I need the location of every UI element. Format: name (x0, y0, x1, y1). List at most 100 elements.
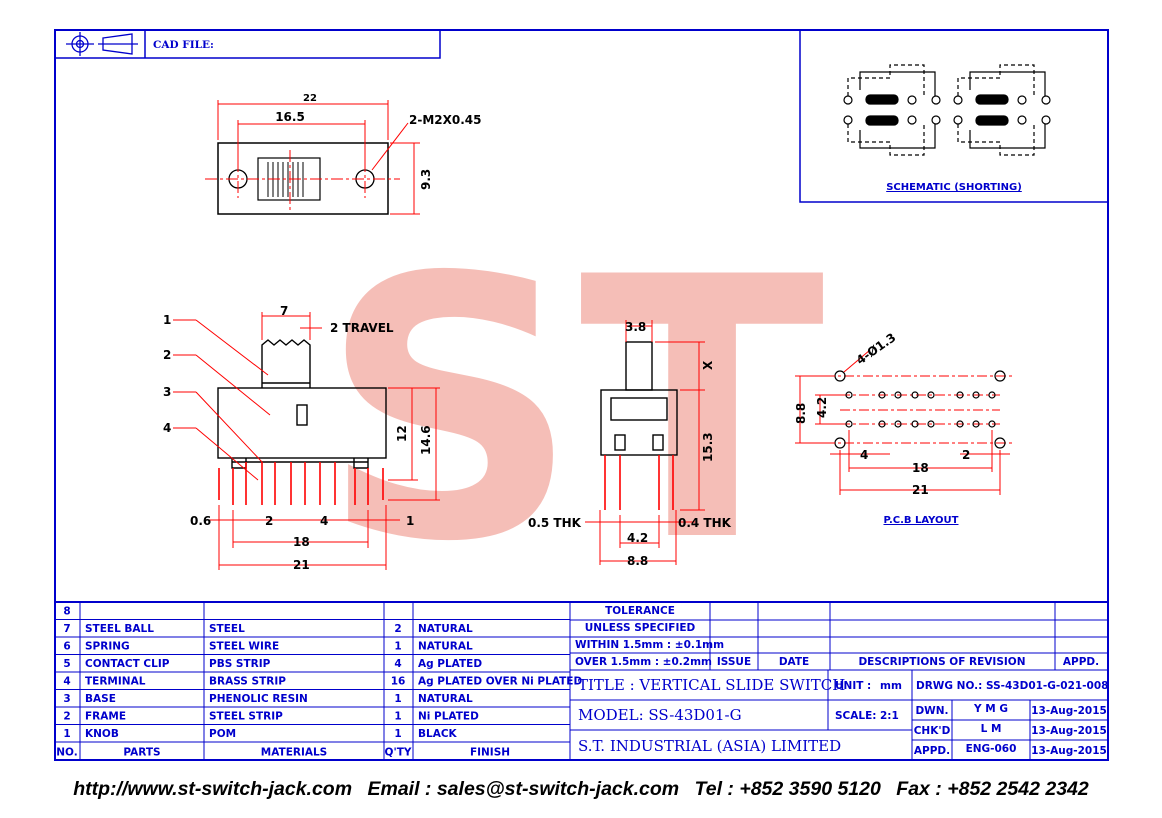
svg-text:3.8: 3.8 (625, 320, 646, 334)
parts-cell-no: 6 (63, 641, 70, 653)
tel-text: Tel : +852 3590 5120 (694, 778, 881, 800)
svg-text:mm: mm (880, 680, 902, 692)
top-view-drawing: 22 16.5 2-M2X0.45 9.3 (205, 93, 481, 215)
projection-symbol-icon (66, 32, 138, 56)
parts-cell-no: 2 (63, 711, 70, 723)
parts-cell-no: 4 (63, 676, 70, 688)
fax-text: Fax : +852 2542 2342 (896, 778, 1089, 800)
contact-footer: http://www.st-switch-jack.com Email : sa… (0, 778, 1162, 801)
email-text[interactable]: Email : sales@st-switch-jack.com (367, 778, 680, 800)
cad-file-label: CAD FILE: (153, 39, 214, 51)
parts-cell-finish: NATURAL (418, 641, 473, 653)
parts-header-qty: Q'TY (385, 747, 412, 759)
svg-text:13-Aug-2015: 13-Aug-2015 (1031, 705, 1107, 717)
parts-cell-qty: 1 (394, 641, 401, 653)
model-number: MODEL: SS-43D01-G (578, 706, 742, 724)
svg-text:21: 21 (293, 558, 310, 572)
parts-cell-finish: NATURAL (418, 623, 473, 635)
parts-cell-qty: 1 (394, 711, 401, 723)
svg-text:DWN.: DWN. (915, 705, 948, 717)
svg-text:12: 12 (395, 425, 409, 442)
svg-text:9.3: 9.3 (419, 169, 433, 190)
parts-table (55, 602, 571, 760)
svg-text:SCALE:: SCALE: (835, 710, 876, 722)
parts-cell-no: 8 (63, 606, 70, 618)
svg-text:21: 21 (912, 483, 929, 497)
revision-grid (570, 602, 1108, 760)
parts-cell-qty: 2 (394, 623, 401, 635)
side-view-drawing: 7 2 TRAVEL 1 2 3 4 12 14.6 0.6 2 4 1 18 … (163, 304, 440, 572)
svg-text:DESCRIPTIONS OF REVISION: DESCRIPTIONS OF REVISION (858, 656, 1025, 668)
svg-text:2 TRAVEL: 2 TRAVEL (330, 321, 394, 335)
parts-header-no: NO. (56, 747, 77, 759)
parts-cell-materials: POM (209, 728, 236, 740)
svg-text:18: 18 (912, 461, 929, 475)
svg-text:Y M G: Y M G (973, 703, 1008, 715)
svg-text:L M: L M (981, 723, 1002, 735)
svg-text:22: 22 (303, 93, 317, 104)
svg-text:18: 18 (293, 535, 310, 549)
parts-cell-materials: STEEL STRIP (209, 711, 283, 723)
svg-text:4: 4 (163, 421, 171, 435)
svg-text:4: 4 (860, 448, 868, 462)
parts-cell-qty: 16 (391, 676, 406, 688)
svg-text:4-Ø1.3: 4-Ø1.3 (854, 330, 899, 367)
company-name: S.T. INDUSTRIAL (ASIA) LIMITED (578, 737, 841, 755)
svg-text:2: 2 (265, 514, 273, 528)
drawing-title: TITLE : VERTICAL SLIDE SWITCH (578, 676, 845, 694)
parts-cell-no: 3 (63, 693, 70, 705)
svg-text:2: 2 (163, 348, 171, 362)
svg-text:8.8: 8.8 (794, 403, 808, 424)
svg-text:15.3: 15.3 (701, 432, 715, 462)
svg-text:1: 1 (406, 514, 414, 528)
parts-cell-qty: 1 (394, 693, 401, 705)
parts-cell-parts: KNOB (85, 728, 119, 740)
parts-header-parts: PARTS (123, 747, 160, 759)
end-view-drawing: 3.8 X 15.3 0.5 THK 0.4 THK 4.2 8.8 (528, 320, 732, 568)
svg-text:WITHIN 1.5mm : ±0.1mm: WITHIN 1.5mm : ±0.1mm (575, 639, 724, 651)
svg-text:2-M2X0.45: 2-M2X0.45 (409, 113, 481, 127)
parts-cell-finish: Ni PLATED (418, 711, 479, 723)
parts-cell-finish: Ag PLATED OVER Ni PLATED (418, 676, 582, 688)
parts-cell-parts: CONTACT CLIP (85, 658, 170, 670)
svg-text:OVER 1.5mm : ±0.2mm: OVER 1.5mm : ±0.2mm (575, 656, 712, 668)
svg-text:ST: ST (320, 201, 827, 620)
svg-text:UNLESS SPECIFIED: UNLESS SPECIFIED (585, 622, 696, 634)
parts-cell-no: 5 (63, 658, 70, 670)
parts-cell-no: 7 (63, 623, 70, 635)
svg-text:4: 4 (320, 514, 328, 528)
parts-cell-materials: PBS STRIP (209, 658, 271, 670)
parts-header-materials: MATERIALS (261, 747, 327, 759)
parts-cell-parts: STEEL BALL (85, 623, 154, 635)
parts-cell-materials: STEEL (209, 623, 245, 635)
svg-text:0.5 THK: 0.5 THK (528, 516, 582, 530)
st-watermark: ST (320, 201, 827, 620)
svg-text:ENG-060: ENG-060 (966, 743, 1017, 755)
svg-text:APPD.: APPD. (1063, 656, 1099, 668)
parts-cell-qty: 1 (394, 728, 401, 740)
svg-text:UNIT :: UNIT : (835, 680, 871, 692)
svg-text:X: X (701, 360, 715, 370)
svg-text:APPD.: APPD. (914, 745, 950, 757)
parts-cell-parts: BASE (85, 693, 116, 705)
svg-text:16.5: 16.5 (275, 110, 305, 124)
svg-text:CHK'D: CHK'D (914, 725, 951, 737)
parts-cell-qty: 4 (394, 658, 401, 670)
svg-text:2: 2 (962, 448, 970, 462)
svg-text:ISSUE: ISSUE (717, 656, 751, 668)
parts-cell-finish: NATURAL (418, 693, 473, 705)
website-link[interactable]: http://www.st-switch-jack.com (73, 778, 353, 800)
svg-text:1: 1 (163, 313, 171, 327)
svg-text:DRWG NO.: SS-43D01-G-021-008: DRWG NO.: SS-43D01-G-021-008 (916, 680, 1108, 692)
parts-cell-parts: FRAME (85, 711, 126, 723)
svg-text:14.6: 14.6 (419, 425, 433, 455)
svg-text:0.4 THK: 0.4 THK (678, 516, 732, 530)
svg-text:3: 3 (163, 385, 171, 399)
svg-text:DATE: DATE (779, 656, 809, 668)
svg-text:7: 7 (280, 304, 288, 318)
pcb-layout-drawing: 4-Ø1.3 8.8 4.2 4 2 18 21 (794, 330, 1015, 497)
parts-cell-no: 1 (63, 728, 70, 740)
parts-cell-parts: SPRING (85, 641, 130, 653)
svg-text:4.2: 4.2 (815, 397, 829, 418)
